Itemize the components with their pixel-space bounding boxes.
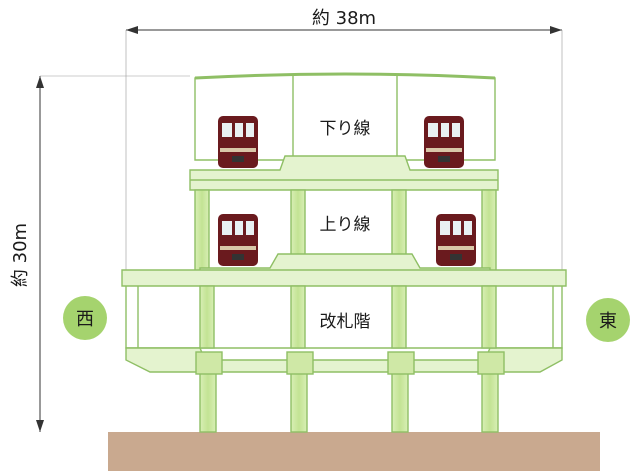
west-label: 西: [76, 309, 94, 330]
height-label: 約 30m: [10, 223, 31, 287]
east-badge: 東: [586, 298, 630, 342]
ground: [108, 432, 600, 471]
height-dimension: [36, 75, 190, 432]
east-label: 東: [599, 311, 617, 332]
train-top-right: [424, 116, 464, 168]
width-dimension: [125, 26, 563, 270]
train-middle-left: [218, 214, 258, 266]
viaduct-structure: [121, 72, 567, 433]
floor-label-bottom: 改札階: [320, 312, 371, 332]
floor-label-top: 下り線: [320, 119, 371, 139]
width-label: 約 38m: [312, 8, 376, 29]
floor-label-middle: 上り線: [320, 215, 371, 235]
train-top-left: [218, 116, 258, 168]
train-middle-right: [436, 214, 476, 266]
west-badge: 西: [63, 296, 107, 340]
